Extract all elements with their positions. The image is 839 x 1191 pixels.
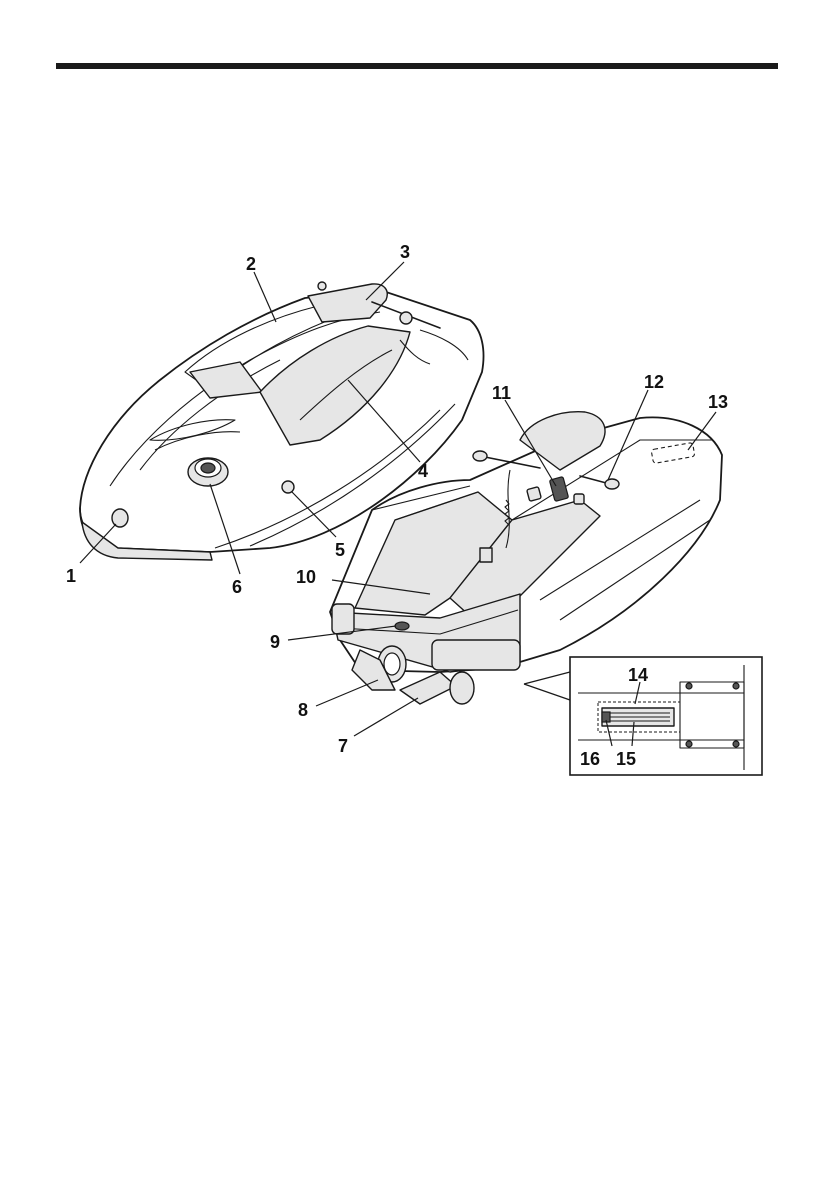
callout-7: 7	[338, 736, 348, 756]
callout-10: 10	[296, 567, 316, 587]
callout-14: 14	[628, 665, 648, 685]
callout-2: 2	[246, 254, 256, 274]
callout-3: 3	[400, 242, 410, 262]
callout-12: 12	[644, 372, 664, 392]
callout-5: 5	[335, 540, 345, 560]
callout-4: 4	[418, 461, 428, 481]
callout-1: 1	[66, 566, 76, 586]
callout-16: 16	[580, 749, 600, 769]
callout-13: 13	[708, 392, 728, 412]
callout-8: 8	[298, 700, 308, 720]
callout-15: 15	[616, 749, 636, 769]
callout-6: 6	[232, 577, 242, 597]
callout-9: 9	[270, 632, 280, 652]
callout-11: 11	[492, 383, 511, 403]
